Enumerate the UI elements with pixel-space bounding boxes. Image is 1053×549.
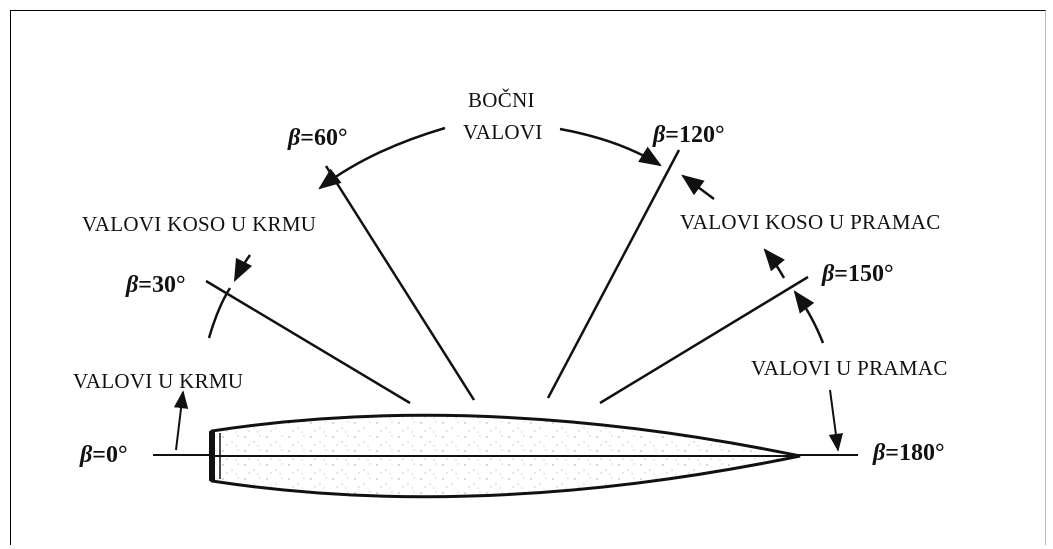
arc-stern (173, 390, 189, 451)
arc-stern-quartering-upper (233, 254, 253, 283)
arc-bow-lower (793, 290, 825, 344)
arc-bow-quartering-upper (681, 174, 715, 201)
heading-line-60 (324, 165, 476, 401)
label-beta-30: β=30° (125, 272, 186, 298)
heading-line-150 (599, 275, 809, 405)
arc-bow (828, 389, 843, 452)
label-bow-quartering-waves: VALOVI KOSO U PRAMAC (680, 210, 941, 234)
label-stern-waves: VALOVI U KRMU (73, 369, 243, 393)
arc-beam-right (559, 127, 662, 167)
label-stern-quartering-waves: VALOVI KOSO U KRMU (82, 212, 316, 236)
heading-line-120 (546, 149, 681, 399)
label-beam-waves-line2: VALOVI (463, 120, 543, 144)
figure-frame (10, 10, 1046, 545)
arc-stern-quartering-lower (207, 287, 232, 339)
label-bow-waves: VALOVI U PRAMAC (751, 356, 948, 380)
label-beta-0: β=0° (79, 442, 128, 468)
heading-line-30 (205, 279, 411, 405)
arc-bow-quartering-lower (763, 248, 786, 279)
label-beam-waves-line1: BOČNI (468, 88, 535, 112)
label-beta-150: β=150° (821, 261, 894, 287)
label-beta-60: β=60° (287, 125, 348, 151)
arc-beam-left (318, 126, 446, 190)
label-beta-180: β=180° (872, 440, 945, 466)
label-beta-120: β=120° (652, 122, 725, 148)
